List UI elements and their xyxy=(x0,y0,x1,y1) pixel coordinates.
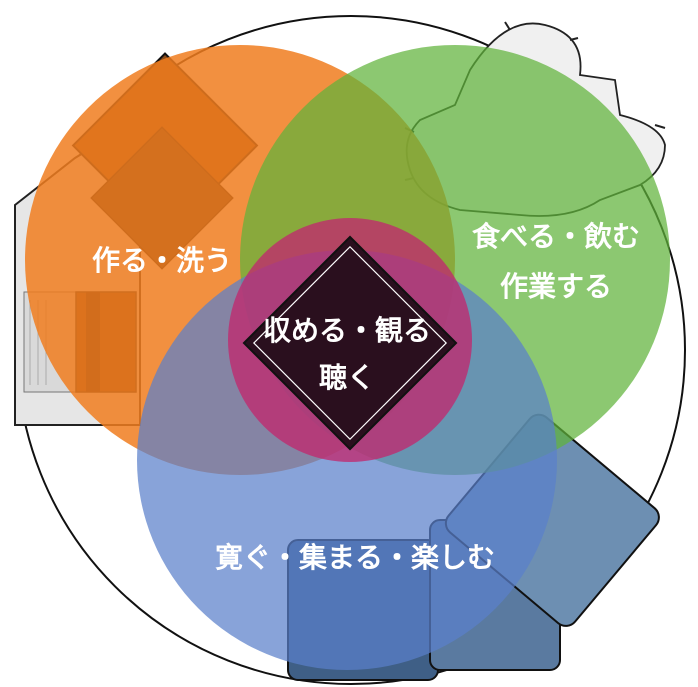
zone-label-center-line1: 収める・観る xyxy=(263,314,431,347)
zone-label-dining-line1: 食べる・飲む xyxy=(472,220,640,253)
zone-label-kitchen: 作る・洗う xyxy=(92,244,232,277)
zone-label-living: 寛ぐ・集まる・楽しむ xyxy=(215,541,495,574)
zone-label-center-line2: 聴く xyxy=(319,361,375,394)
storage-box-icon xyxy=(242,235,458,451)
zone-label-dining-line2: 作業する xyxy=(500,270,612,303)
